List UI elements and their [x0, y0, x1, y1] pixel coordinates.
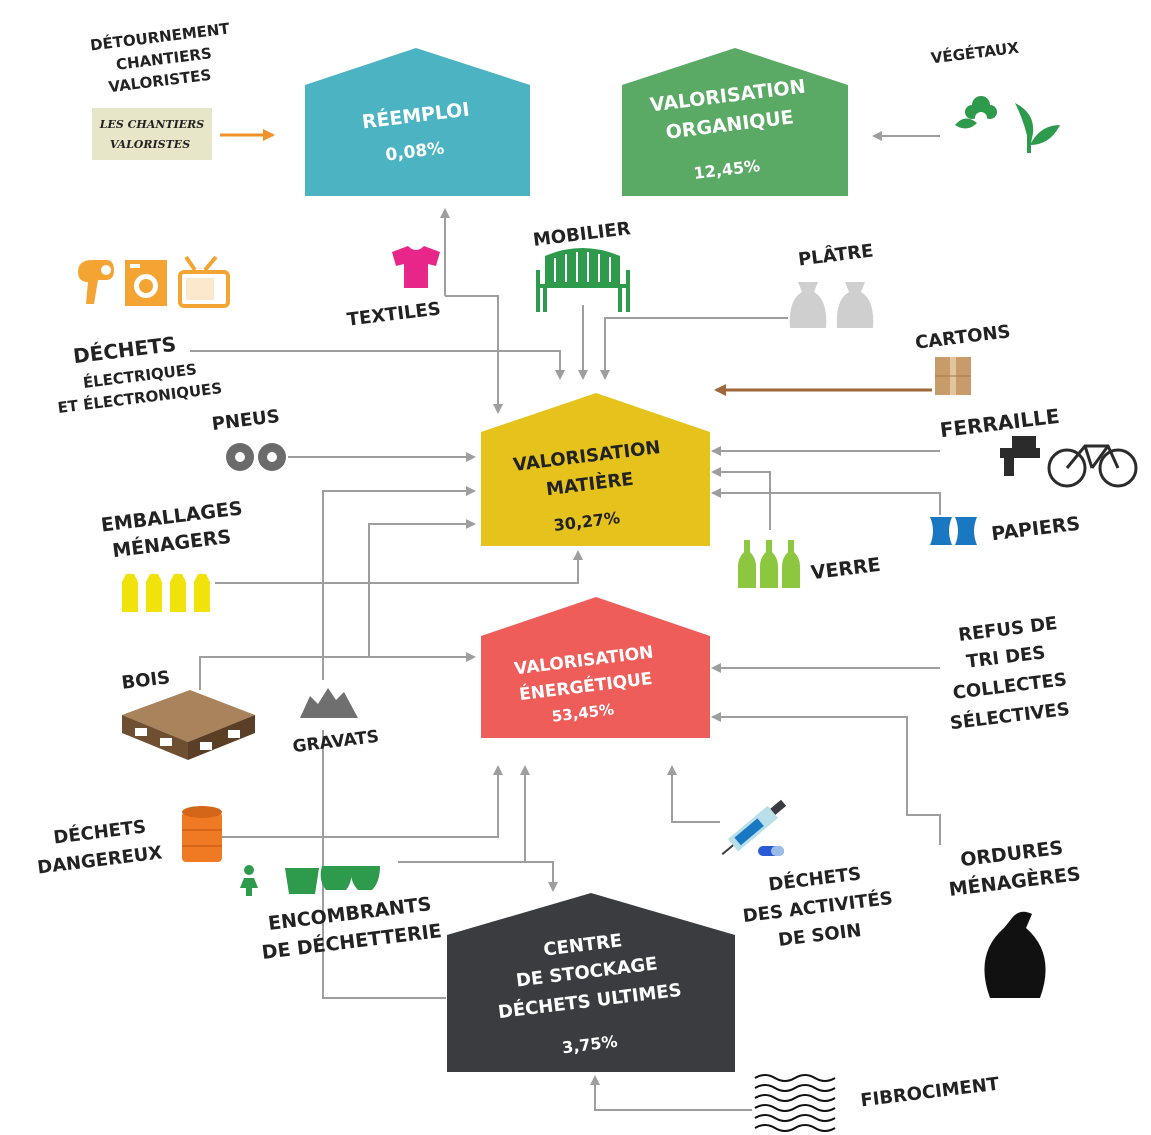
- label-pneus: PNEUS: [211, 406, 281, 435]
- arrow-fibrociment-stockage: [590, 1075, 752, 1111]
- arrow-emballages-matiere: [215, 550, 583, 584]
- arrow-verre-matiere: [711, 467, 771, 530]
- label-refus-line2: TRI DES: [965, 642, 1046, 673]
- rubble-icon: [300, 688, 358, 718]
- label-soin-line1: DÉCHETS: [767, 862, 862, 895]
- paper-icon: [930, 517, 977, 545]
- arrow-gravats-matiere: [322, 486, 476, 680]
- bench-icon: [536, 248, 630, 312]
- glass-bottle-icon: [738, 540, 800, 588]
- house-energetique: VALORISATION ÉNERGÉTIQUE 53,45%: [481, 597, 710, 738]
- tshirt-icon: [392, 246, 440, 288]
- label-deee-line1: DÉCHETS: [72, 332, 178, 368]
- arrow-gravats-stockage: [322, 730, 446, 999]
- arrow-platre-matiere: [600, 317, 788, 380]
- bottle-packaging-icon: [122, 574, 210, 612]
- label-fibrociment: FIBROCIMENT: [859, 1074, 1001, 1112]
- label-ferraille: FERRAILLE: [939, 404, 1061, 442]
- syringe-icon: [721, 799, 787, 856]
- hazard-barrel-icon: [182, 806, 222, 862]
- label-platre: PLÂTRE: [797, 239, 875, 270]
- plaster-bag-icon: [789, 282, 874, 328]
- label-deee: DÉCHETS ÉLECTRIQUES ET ÉLECTRONIQUES: [57, 332, 224, 417]
- washing-machine-icon: [125, 260, 167, 306]
- plant-icon: [955, 96, 1060, 153]
- label-papiers: PAPIERS: [990, 513, 1081, 546]
- house-stockage: CENTRE DE STOCKAGE DÉCHETS ULTIMES 3,75%: [447, 893, 735, 1072]
- label-refus-line4: SÉLECTIVES: [949, 698, 1071, 735]
- bicycle-icon: [1047, 444, 1138, 488]
- label-soin: DÉCHETS DES ACTIVITÉS DE SOIN: [742, 862, 894, 951]
- arrow-papiers-matiere: [711, 488, 941, 515]
- label-bois: BOIS: [120, 667, 171, 694]
- garbage-bag-icon: [984, 911, 1046, 998]
- house-matiere: VALORISATION MATIÈRE 30,27%: [481, 393, 710, 546]
- arrow-bois-energetique: [199, 652, 476, 690]
- label-cartons: CARTONS: [914, 321, 1012, 354]
- logo-chantiers-valoristes: LES CHANTIERS VALORISTES: [92, 108, 212, 160]
- label-mobilier: MOBILIER: [532, 218, 632, 251]
- label-emballages: EMBALLAGES MÉNAGERS: [100, 497, 244, 562]
- label-refus-line3: COLLECTES: [952, 669, 1068, 704]
- label-textiles: TEXTILES: [346, 298, 442, 330]
- house-organique: VALORISATION ORGANIQUE 12,45%: [622, 48, 848, 196]
- label-refus: REFUS DE TRI DES COLLECTES SÉLECTIVES: [949, 613, 1071, 734]
- hairdryer-icon: [78, 260, 114, 304]
- wood-pallet-icon: [122, 690, 255, 760]
- bulky-waste-icon: [240, 865, 380, 896]
- faucet-icon: [1000, 436, 1040, 476]
- arrow-reemploi-matiere: [445, 295, 503, 414]
- arrow-dangereux-energetique: [222, 765, 503, 838]
- label-chantiers: DÉTOURNEMENT CHANTIERS VALORISTES: [89, 18, 231, 96]
- label-vegetaux: VÉGÉTAUX: [930, 38, 1020, 68]
- house-reemploi: RÉEMPLOI 0,08%: [305, 48, 530, 196]
- logo-chantiers-line1: LES CHANTIERS: [99, 118, 204, 131]
- tire-icon: [226, 443, 286, 471]
- label-gravats: GRAVATS: [292, 727, 381, 757]
- tv-icon: [178, 255, 230, 308]
- fiber-cement-icon: [754, 1074, 836, 1132]
- label-soin-line2: DES ACTIVITÉS: [742, 887, 894, 927]
- label-ordures: ORDURES MÉNAGÈRES: [948, 837, 1082, 901]
- cardboard-box-icon: [935, 357, 971, 395]
- arrow-soin-energetique: [667, 765, 720, 823]
- arrow-ordures-energetique: [711, 712, 941, 845]
- flow-arrows: [190, 131, 941, 1111]
- label-refus-line1: REFUS DE: [957, 613, 1058, 646]
- label-encombrants: ENCOMBRANTS DE DÉCHETTERIE: [260, 893, 442, 964]
- arrow-bois-matiere: [368, 519, 476, 657]
- label-soin-line3: DE SOIN: [777, 920, 862, 951]
- arrow-deee-matiere: [190, 350, 565, 380]
- logo-chantiers-line2: VALORISTES: [110, 138, 190, 151]
- arrow-encombrants-stockage: [398, 861, 558, 892]
- label-verre: VERRE: [810, 554, 882, 584]
- label-dangereux-line1: DÉCHETS: [52, 815, 147, 848]
- label-dangereux: DÉCHETS DANGEREUX: [36, 815, 163, 878]
